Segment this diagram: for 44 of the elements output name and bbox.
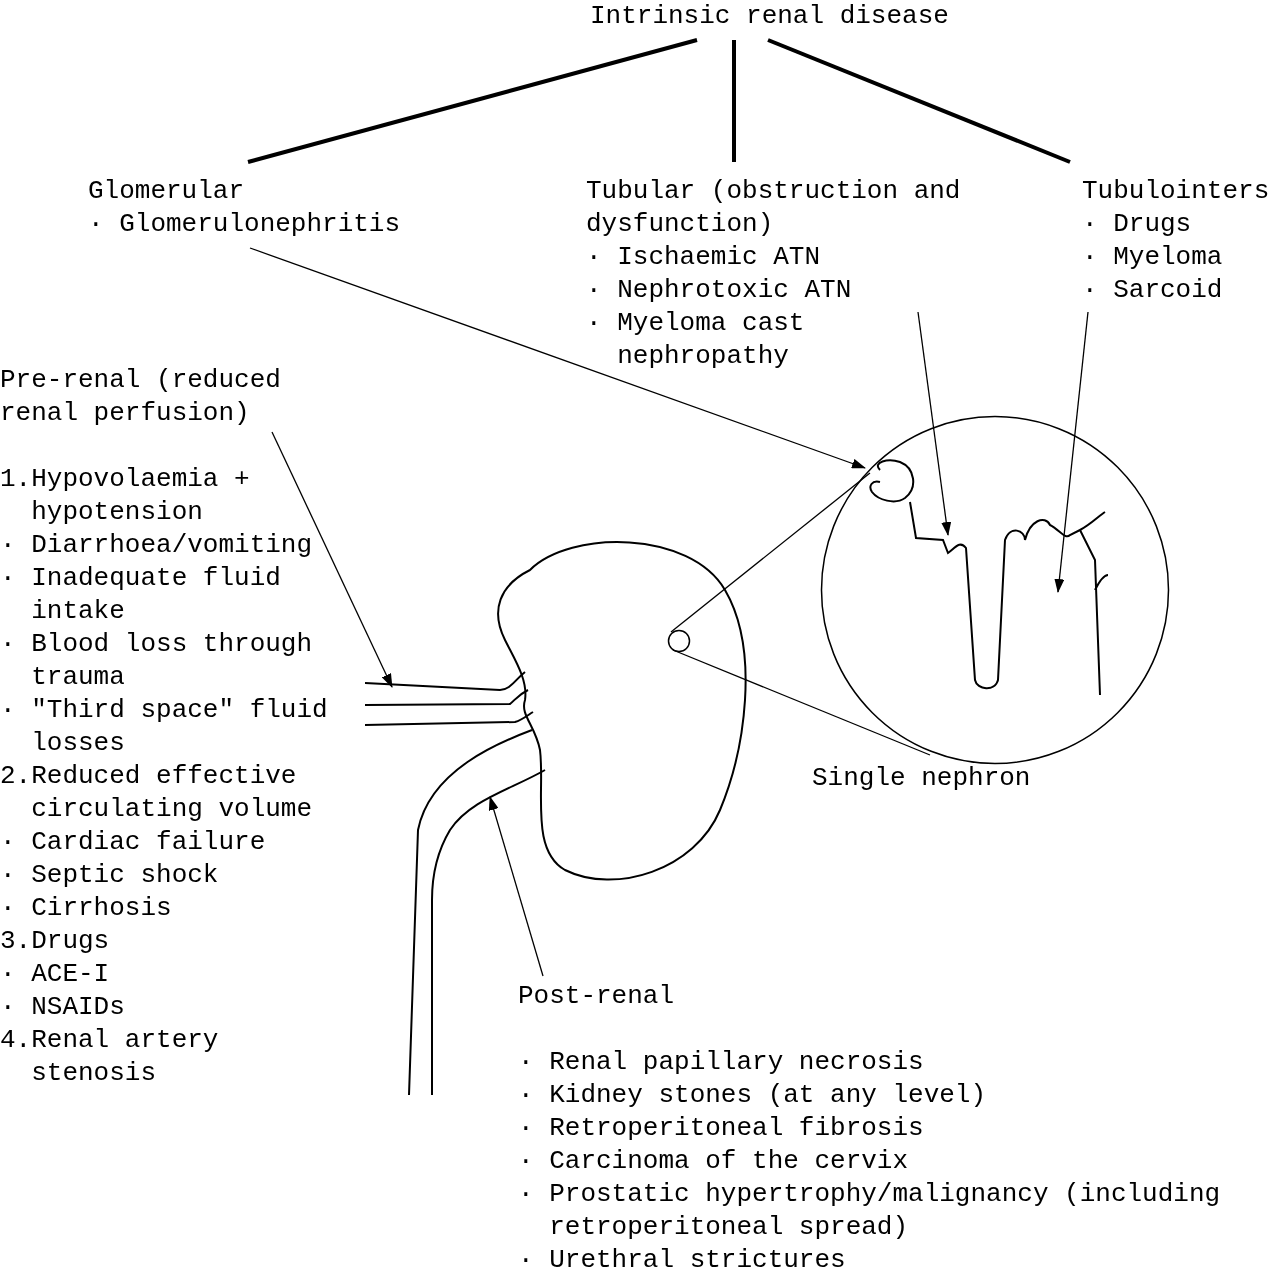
list-item: · Nephrotoxic ATN xyxy=(586,274,853,307)
connector-line xyxy=(732,40,736,162)
connector-line xyxy=(767,38,1071,164)
category-heading: Glomerular xyxy=(88,175,246,208)
category-heading: Tubulointers xyxy=(1082,175,1271,208)
list-item: · Retroperitoneal fibrosis xyxy=(518,1112,925,1145)
list-item: · Cardiac failure xyxy=(0,826,267,859)
list-item: · Drugs xyxy=(1082,208,1193,241)
list-item: · ACE-I xyxy=(0,958,111,991)
list-item: · Glomerulonephritis xyxy=(88,208,402,241)
list-item: · Renal papillary necrosis xyxy=(518,1046,925,1079)
connector-line xyxy=(670,472,871,633)
category-heading: Post-renal xyxy=(518,980,676,1013)
arrow xyxy=(488,796,544,977)
list-item: · Septic shock xyxy=(0,859,220,892)
list-item: · Inadequate fluid intake xyxy=(0,562,282,628)
list-item: · Cirrhosis xyxy=(0,892,173,925)
small-circle xyxy=(667,629,691,653)
list-item: · Diarrhoea/vomiting xyxy=(0,529,314,562)
list-item: 3.Drugs xyxy=(0,925,111,958)
list-item: · Sarcoid xyxy=(1082,274,1224,307)
category-heading: Intrinsic renal disease xyxy=(590,0,950,33)
arrow xyxy=(1054,311,1089,593)
list-item: · Blood loss through trauma xyxy=(0,628,314,694)
arrow xyxy=(271,431,393,688)
category-heading: Pre-renal (reduced renal perfusion) xyxy=(0,364,282,430)
list-item: · "Third space" fluid losses xyxy=(0,694,329,760)
list-item: · Kidney stones (at any level) xyxy=(518,1079,988,1112)
list-item: · Myeloma xyxy=(1082,241,1224,274)
list-item: · Myeloma cast nephropathy xyxy=(586,307,806,373)
node-caption: Single nephron xyxy=(812,762,1031,795)
category-heading: Tubular (obstruction and dysfunction) xyxy=(586,175,962,241)
connector-line xyxy=(247,38,698,164)
list-item: 2.Reduced effective circulating volume xyxy=(0,760,314,826)
list-item: · Carcinoma of the cervix xyxy=(518,1145,910,1178)
arrow xyxy=(917,311,952,536)
arrow xyxy=(249,247,866,469)
list-item: · Ischaemic ATN xyxy=(586,241,822,274)
list-item: 4.Renal artery stenosis xyxy=(0,1024,220,1090)
list-item: · Urethral strictures xyxy=(518,1244,847,1277)
list-item: · NSAIDs xyxy=(0,991,126,1024)
list-item: 1.Hypovolaemia + hypotension xyxy=(0,463,251,529)
magnified-circle xyxy=(820,415,1170,765)
list-item: · Prostatic hypertrophy/malignancy (including retroperitoneal spread) xyxy=(518,1178,1222,1244)
